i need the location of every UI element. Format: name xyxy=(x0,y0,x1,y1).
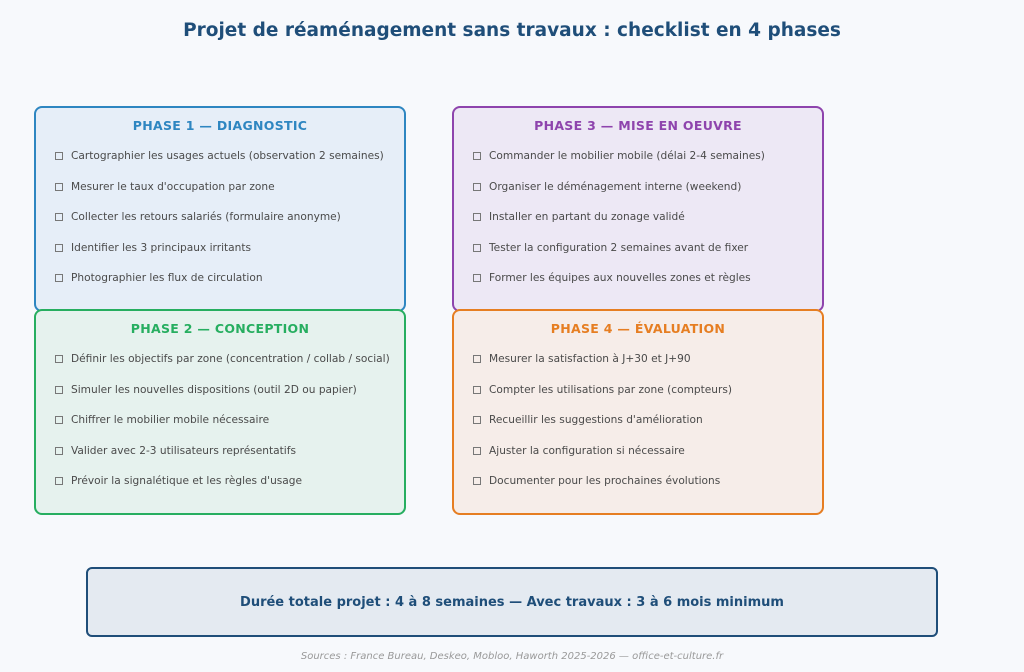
checkbox-icon[interactable] xyxy=(473,182,481,191)
checklist-item[interactable]: Identifier les 3 principaux irritants xyxy=(53,242,404,273)
phase-3-checklist: Commander le mobilier mobile (délai 2-4 … xyxy=(471,150,822,303)
checklist-item[interactable]: Mesurer la satisfaction à J+30 et J+90 xyxy=(471,353,822,384)
phase-2-card: PHASE 2 — CONCEPTION Définir les objecti… xyxy=(34,309,406,515)
checklist-item[interactable]: Prévoir la signalétique et les règles d'… xyxy=(53,475,404,506)
checkbox-icon[interactable] xyxy=(473,477,481,485)
checklist-item[interactable]: Chiffrer le mobilier mobile nécessaire xyxy=(53,414,404,445)
checkbox-icon[interactable] xyxy=(473,385,481,394)
checklist-item[interactable]: Définir les objectifs par zone (concentr… xyxy=(53,353,404,384)
phase-3-heading: PHASE 3 — MISE EN OEUVRE xyxy=(534,118,742,133)
phase-4-heading: PHASE 4 — ÉVALUATION xyxy=(550,321,726,336)
checklist-item-label: Cartographier les usages actuels (observ… xyxy=(71,150,384,162)
checkbox-icon[interactable] xyxy=(473,446,481,455)
checklist-item-label: Organiser le déménagement interne (weeke… xyxy=(489,180,742,193)
checkbox-icon[interactable] xyxy=(473,416,481,424)
checkbox-icon[interactable] xyxy=(55,385,63,394)
checkbox-icon[interactable] xyxy=(55,274,63,282)
checkbox-icon[interactable] xyxy=(55,213,63,221)
checklist-item-label: Mesurer la satisfaction à J+30 et J+90 xyxy=(489,353,691,365)
checklist-item[interactable]: Installer en partant du zonage validé xyxy=(471,211,822,242)
phase-4-card: PHASE 4 — ÉVALUATION Mesurer la satisfac… xyxy=(452,309,824,515)
checklist-item[interactable]: Valider avec 2-3 utilisateurs représenta… xyxy=(53,445,404,476)
checkbox-icon[interactable] xyxy=(473,274,481,282)
checklist-item[interactable]: Compter les utilisations par zone (compt… xyxy=(471,384,822,415)
checklist-item-label: Chiffrer le mobilier mobile nécessaire xyxy=(71,414,270,426)
checklist-item-label: Commander le mobilier mobile (délai 2-4 … xyxy=(489,150,765,162)
phase-2-checklist: Définir les objectifs par zone (concentr… xyxy=(53,353,404,506)
checklist-item-label: Documenter pour les prochaines évolution… xyxy=(489,475,721,487)
phase-3-card: PHASE 3 — MISE EN OEUVRE Commander le mo… xyxy=(452,106,824,312)
checkbox-icon[interactable] xyxy=(473,355,481,363)
checkbox-icon[interactable] xyxy=(55,152,63,160)
checklist-item-label: Photographier les flux de circulation xyxy=(71,272,263,284)
checklist-item-label: Identifier les 3 principaux irritants xyxy=(71,241,252,254)
checklist-item-label: Ajuster la configuration si nécessaire xyxy=(489,444,685,457)
checkbox-icon[interactable] xyxy=(473,243,481,252)
phase-1-card: PHASE 1 — DIAGNOSTIC Cartographier les u… xyxy=(34,106,406,312)
checklist-item-label: Valider avec 2-3 utilisateurs représenta… xyxy=(71,444,296,457)
checklist-item-label: Recueillir les suggestions d'amélioratio… xyxy=(489,414,703,426)
checklist-item[interactable]: Cartographier les usages actuels (observ… xyxy=(53,150,404,181)
checklist-item[interactable]: Former les équipes aux nouvelles zones e… xyxy=(471,272,822,303)
checklist-item[interactable]: Tester la configuration 2 semaines avant… xyxy=(471,242,822,273)
checklist-item-label: Prévoir la signalétique et les règles d'… xyxy=(71,475,303,487)
checklist-item[interactable]: Ajuster la configuration si nécessaire xyxy=(471,445,822,476)
checklist-item[interactable]: Simuler les nouvelles dispositions (outi… xyxy=(53,384,404,415)
checklist-item[interactable]: Commander le mobilier mobile (délai 2-4 … xyxy=(471,150,822,181)
sources-footnote: Sources : France Bureau, Deskeo, Mobloo,… xyxy=(300,651,724,662)
checklist-item[interactable]: Organiser le déménagement interne (weeke… xyxy=(471,181,822,212)
checkbox-icon[interactable] xyxy=(473,213,481,221)
checkbox-icon[interactable] xyxy=(55,416,63,424)
checkbox-icon[interactable] xyxy=(55,355,63,363)
phase-4-checklist: Mesurer la satisfaction à J+30 et J+90 C… xyxy=(471,353,822,506)
checklist-item-label: Collecter les retours salariés (formulai… xyxy=(71,211,341,223)
checklist-item-label: Mesurer le taux d'occupation par zone xyxy=(71,180,275,193)
page-title: Projet de réaménagement sans travaux : c… xyxy=(183,20,841,41)
checklist-item-label: Installer en partant du zonage validé xyxy=(489,211,685,223)
checkbox-icon[interactable] xyxy=(55,243,63,252)
checklist-item[interactable]: Collecter les retours salariés (formulai… xyxy=(53,211,404,242)
duration-summary-text: Durée totale projet : 4 à 8 semaines — A… xyxy=(240,594,784,610)
checklist-item-label: Simuler les nouvelles dispositions (outi… xyxy=(71,383,357,396)
checklist-item[interactable]: Documenter pour les prochaines évolution… xyxy=(471,475,822,506)
checklist-item[interactable]: Photographier les flux de circulation xyxy=(53,272,404,303)
phase-2-heading: PHASE 2 — CONCEPTION xyxy=(130,321,310,336)
checklist-item[interactable]: Recueillir les suggestions d'amélioratio… xyxy=(471,414,822,445)
phase-1-heading: PHASE 1 — DIAGNOSTIC xyxy=(132,118,308,133)
checkbox-icon[interactable] xyxy=(55,477,63,485)
checkbox-icon[interactable] xyxy=(55,446,63,455)
checklist-item[interactable]: Mesurer le taux d'occupation par zone xyxy=(53,181,404,212)
checklist-item-label: Compter les utilisations par zone (compt… xyxy=(489,383,733,396)
checklist-item-label: Former les équipes aux nouvelles zones e… xyxy=(489,272,751,284)
duration-summary-box: Durée totale projet : 4 à 8 semaines — A… xyxy=(86,567,938,637)
checklist-item-label: Définir les objectifs par zone (concentr… xyxy=(71,353,390,365)
phase-1-checklist: Cartographier les usages actuels (observ… xyxy=(53,150,404,303)
checklist-item-label: Tester la configuration 2 semaines avant… xyxy=(489,241,749,254)
checkbox-icon[interactable] xyxy=(473,152,481,160)
checkbox-icon[interactable] xyxy=(55,182,63,191)
